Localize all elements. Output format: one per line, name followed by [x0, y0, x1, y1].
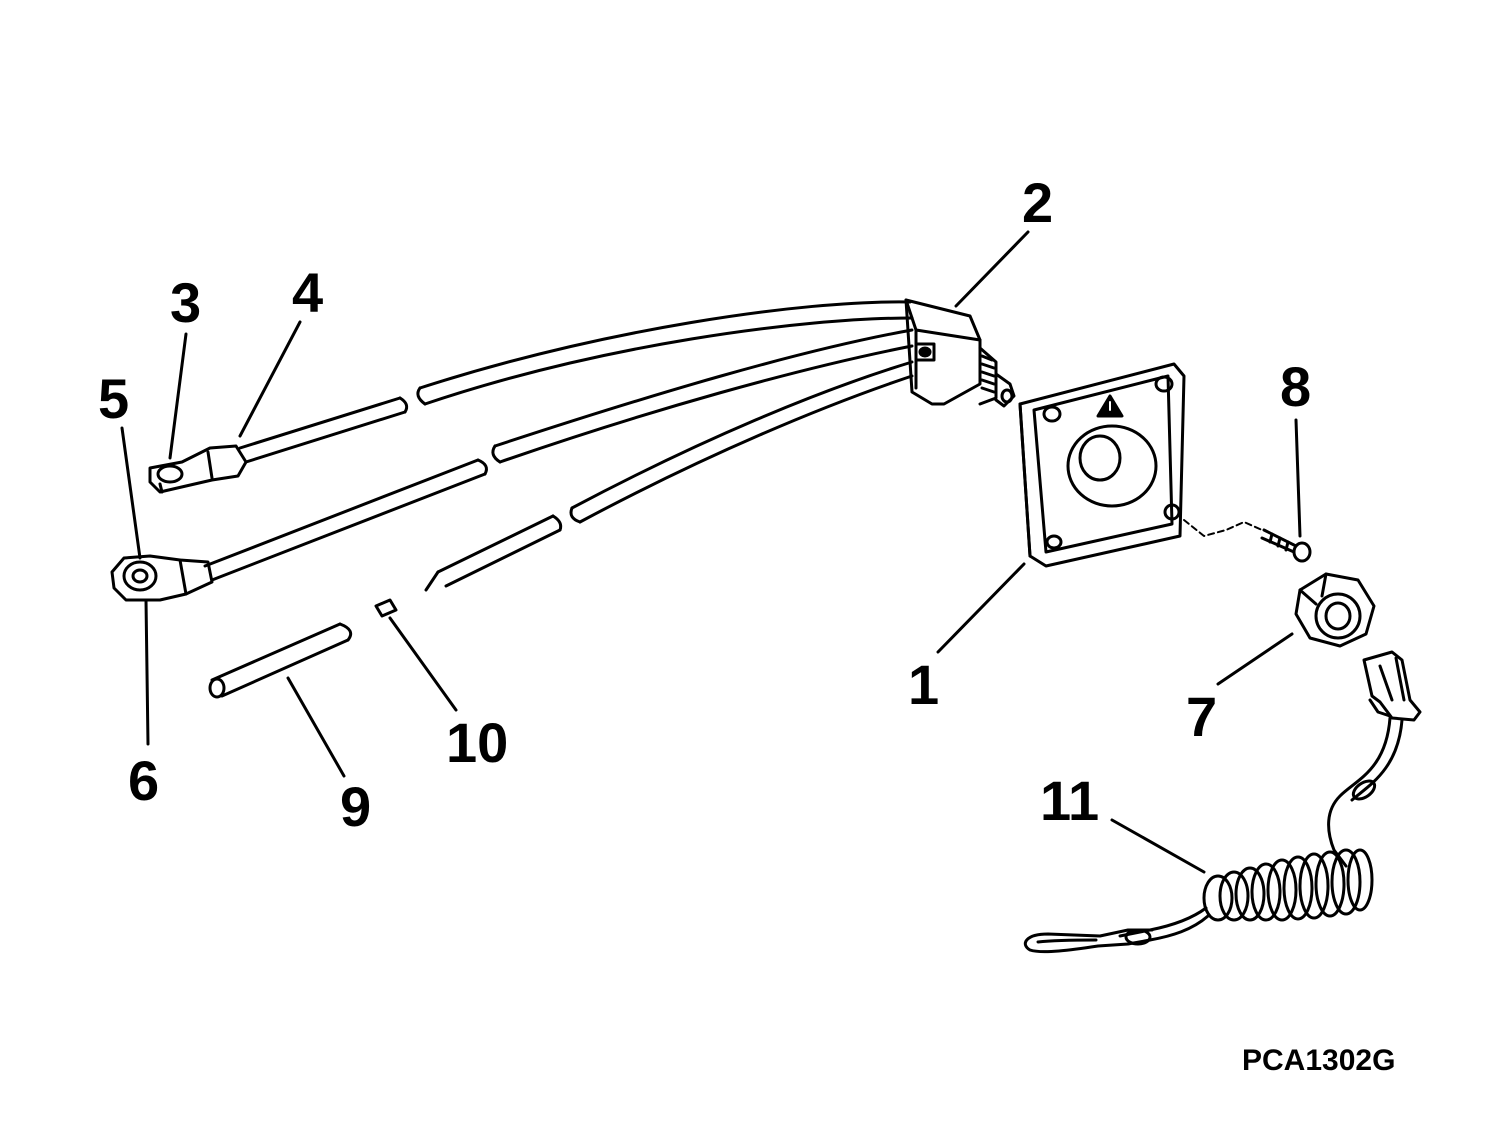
sleeve-tube	[208, 622, 353, 699]
leader-6	[144, 598, 150, 746]
hex-nut	[1294, 572, 1376, 648]
wire-upper	[238, 300, 914, 464]
leader-8	[1294, 418, 1302, 538]
small-sleeve	[374, 598, 398, 618]
callout-5: 5	[98, 367, 129, 430]
callout-10: 10	[446, 711, 508, 774]
leader-4	[238, 320, 302, 438]
callout-4: 4	[292, 261, 323, 324]
screw-leader-line	[1183, 519, 1263, 537]
screw	[1260, 528, 1312, 563]
callout-3: 3	[170, 271, 201, 334]
leader-2	[954, 230, 1030, 308]
callout-1: 1	[908, 653, 939, 716]
leader-3	[168, 332, 188, 460]
callout-8: 8	[1280, 355, 1311, 418]
leader-10	[388, 616, 458, 712]
callout-7: 7	[1186, 685, 1217, 748]
figure-code: PCA1302G	[1242, 1044, 1395, 1077]
callout-11: 11	[1040, 769, 1099, 832]
callout-2: 2	[1022, 171, 1053, 234]
leader-7	[1216, 632, 1294, 686]
wire-middle	[203, 328, 914, 582]
callout-6: 6	[128, 749, 159, 812]
mounting-plate	[1018, 362, 1186, 568]
stop-switch	[904, 298, 1016, 408]
eyelet-terminal	[110, 554, 214, 602]
callout-9: 9	[340, 775, 371, 838]
leader-5	[120, 426, 142, 560]
leader-1	[936, 562, 1026, 654]
lanyard	[1024, 650, 1422, 954]
ring-terminal	[148, 444, 248, 494]
leader-9	[286, 676, 346, 778]
leader-11	[1110, 818, 1206, 874]
leader-lines	[120, 230, 1302, 874]
wire-lower	[424, 360, 914, 592]
